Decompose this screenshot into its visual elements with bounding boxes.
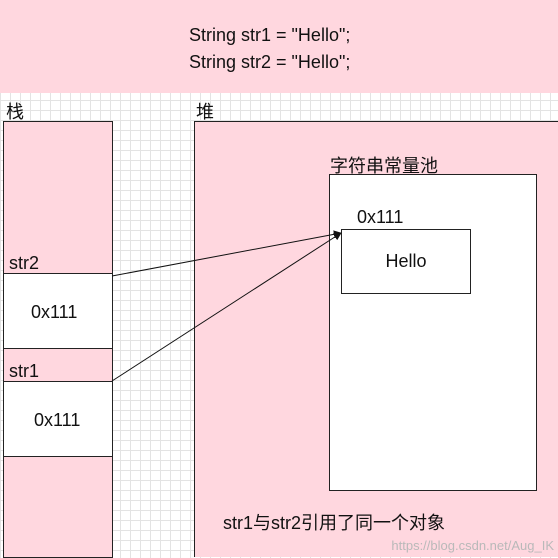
arrow-str2-to-object: [111, 230, 342, 277]
watermark: https://blog.csdn.net/Aug_IK: [391, 538, 554, 553]
stack-value-str2: 0x111: [31, 302, 78, 322]
stack-label-str2: str2: [9, 253, 40, 273]
hello-string-object: Hello: [341, 229, 471, 294]
string-constant-pool: [329, 174, 537, 491]
object-value: Hello: [385, 251, 427, 271]
arrow-str1-to-object: [111, 232, 342, 382]
string-pool-title: 字符串常量池: [330, 156, 438, 176]
code-header-band: [0, 0, 558, 93]
stack-cell-str2: [4, 273, 112, 349]
stack-column: [3, 121, 113, 558]
code-line-str1: String str1 = "Hello";: [189, 25, 351, 45]
stack-cell-str1: [4, 381, 112, 457]
stack-value-str1: 0x111: [34, 410, 81, 430]
heap-title: 堆: [196, 102, 214, 122]
stack-title: 栈: [6, 102, 24, 122]
code-line-str2: String str2 = "Hello";: [189, 52, 351, 72]
stack-label-str1: str1: [9, 361, 40, 381]
heap-caption: str1与str2引用了同一个对象: [223, 513, 446, 533]
object-address: 0x111: [357, 207, 404, 227]
